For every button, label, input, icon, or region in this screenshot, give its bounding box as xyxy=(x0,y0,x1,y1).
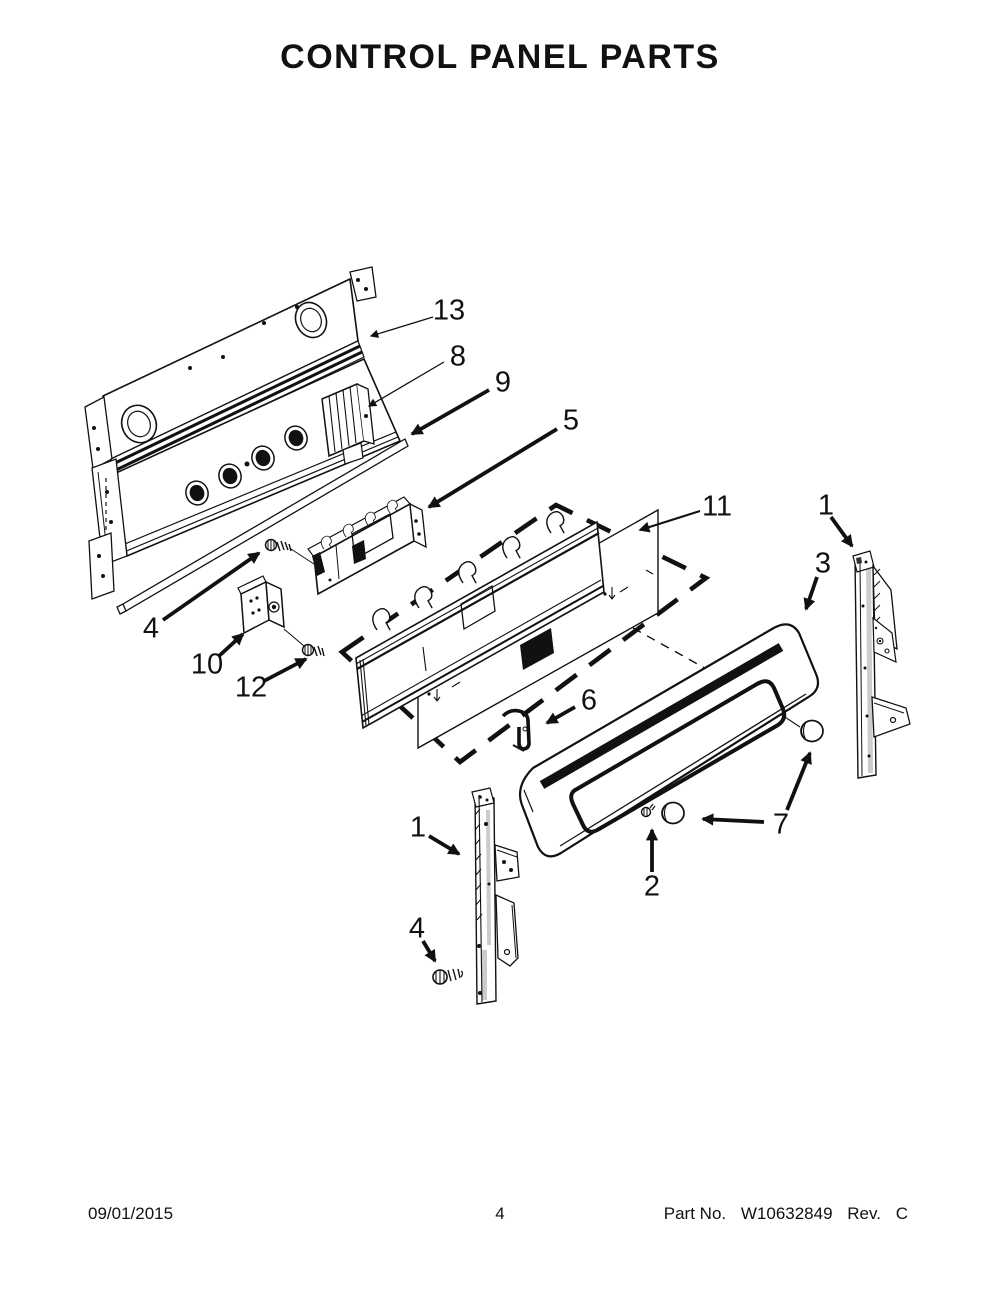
callout-8: 8 xyxy=(449,340,467,373)
support-bracket xyxy=(321,382,375,465)
switch xyxy=(237,575,285,635)
footer-date: 09/01/2015 xyxy=(88,1204,174,1223)
arrow-9 xyxy=(410,388,490,436)
arrow-6 xyxy=(545,705,576,725)
callout-7: 7 xyxy=(772,808,790,841)
footer-part-label: Part No. xyxy=(663,1204,727,1223)
footer-rev-label: Rev. xyxy=(847,1204,881,1223)
arrow-1-left xyxy=(428,834,461,856)
arrow-7b xyxy=(785,751,812,811)
footer-page-number: 4 xyxy=(495,1204,505,1223)
callout-1-right: 1 xyxy=(817,489,835,522)
screw-upper xyxy=(264,538,318,567)
control-panel-fascia xyxy=(355,509,605,730)
dashed-assembly-boundary xyxy=(338,502,711,765)
arrow-13 xyxy=(369,316,434,338)
electronic-control-board xyxy=(307,496,427,596)
arrow-4-upper xyxy=(161,551,261,622)
callout-4-upper: 4 xyxy=(142,612,160,645)
footer-part-info: Part No. W10632849 Rev. C xyxy=(664,1204,908,1224)
arrow-12 xyxy=(263,657,308,683)
callout-6: 6 xyxy=(580,684,598,717)
screw-front xyxy=(640,803,656,818)
callout-12: 12 xyxy=(234,671,268,704)
callout-4-lower: 4 xyxy=(408,912,426,945)
callout-3: 3 xyxy=(814,547,832,580)
callout-arrows xyxy=(161,316,854,963)
arrow-4-lower xyxy=(421,940,437,963)
callout-1-left: 1 xyxy=(409,811,427,844)
arrow-3 xyxy=(803,576,819,611)
control-knob-lower xyxy=(661,801,685,825)
callout-11: 11 xyxy=(701,490,733,523)
callout-13: 13 xyxy=(432,294,466,327)
side-bracket-left xyxy=(471,787,520,1005)
arrow-7a xyxy=(701,813,765,826)
control-knob-upper xyxy=(800,719,824,743)
arrow-11 xyxy=(638,509,701,533)
footer-rev-value: C xyxy=(895,1204,908,1223)
callout-2: 2 xyxy=(643,870,661,903)
callout-10: 10 xyxy=(190,648,224,681)
screw-switch xyxy=(283,628,325,657)
arrow-1-right xyxy=(829,515,854,548)
callout-5: 5 xyxy=(562,404,580,437)
wire-clip xyxy=(501,708,531,752)
side-bracket-right xyxy=(852,550,911,779)
callout-9: 9 xyxy=(494,366,512,399)
arrow-5 xyxy=(427,427,558,509)
rear-vent-panel xyxy=(84,266,377,476)
screw-lower xyxy=(432,968,464,985)
arrow-10 xyxy=(217,632,245,658)
page-title: CONTROL PANEL PARTS xyxy=(280,38,720,76)
footer-part-number: W10632849 xyxy=(740,1204,833,1223)
arrow-8 xyxy=(367,361,445,407)
trim-rail xyxy=(116,438,409,615)
front-control-panel xyxy=(518,623,820,858)
